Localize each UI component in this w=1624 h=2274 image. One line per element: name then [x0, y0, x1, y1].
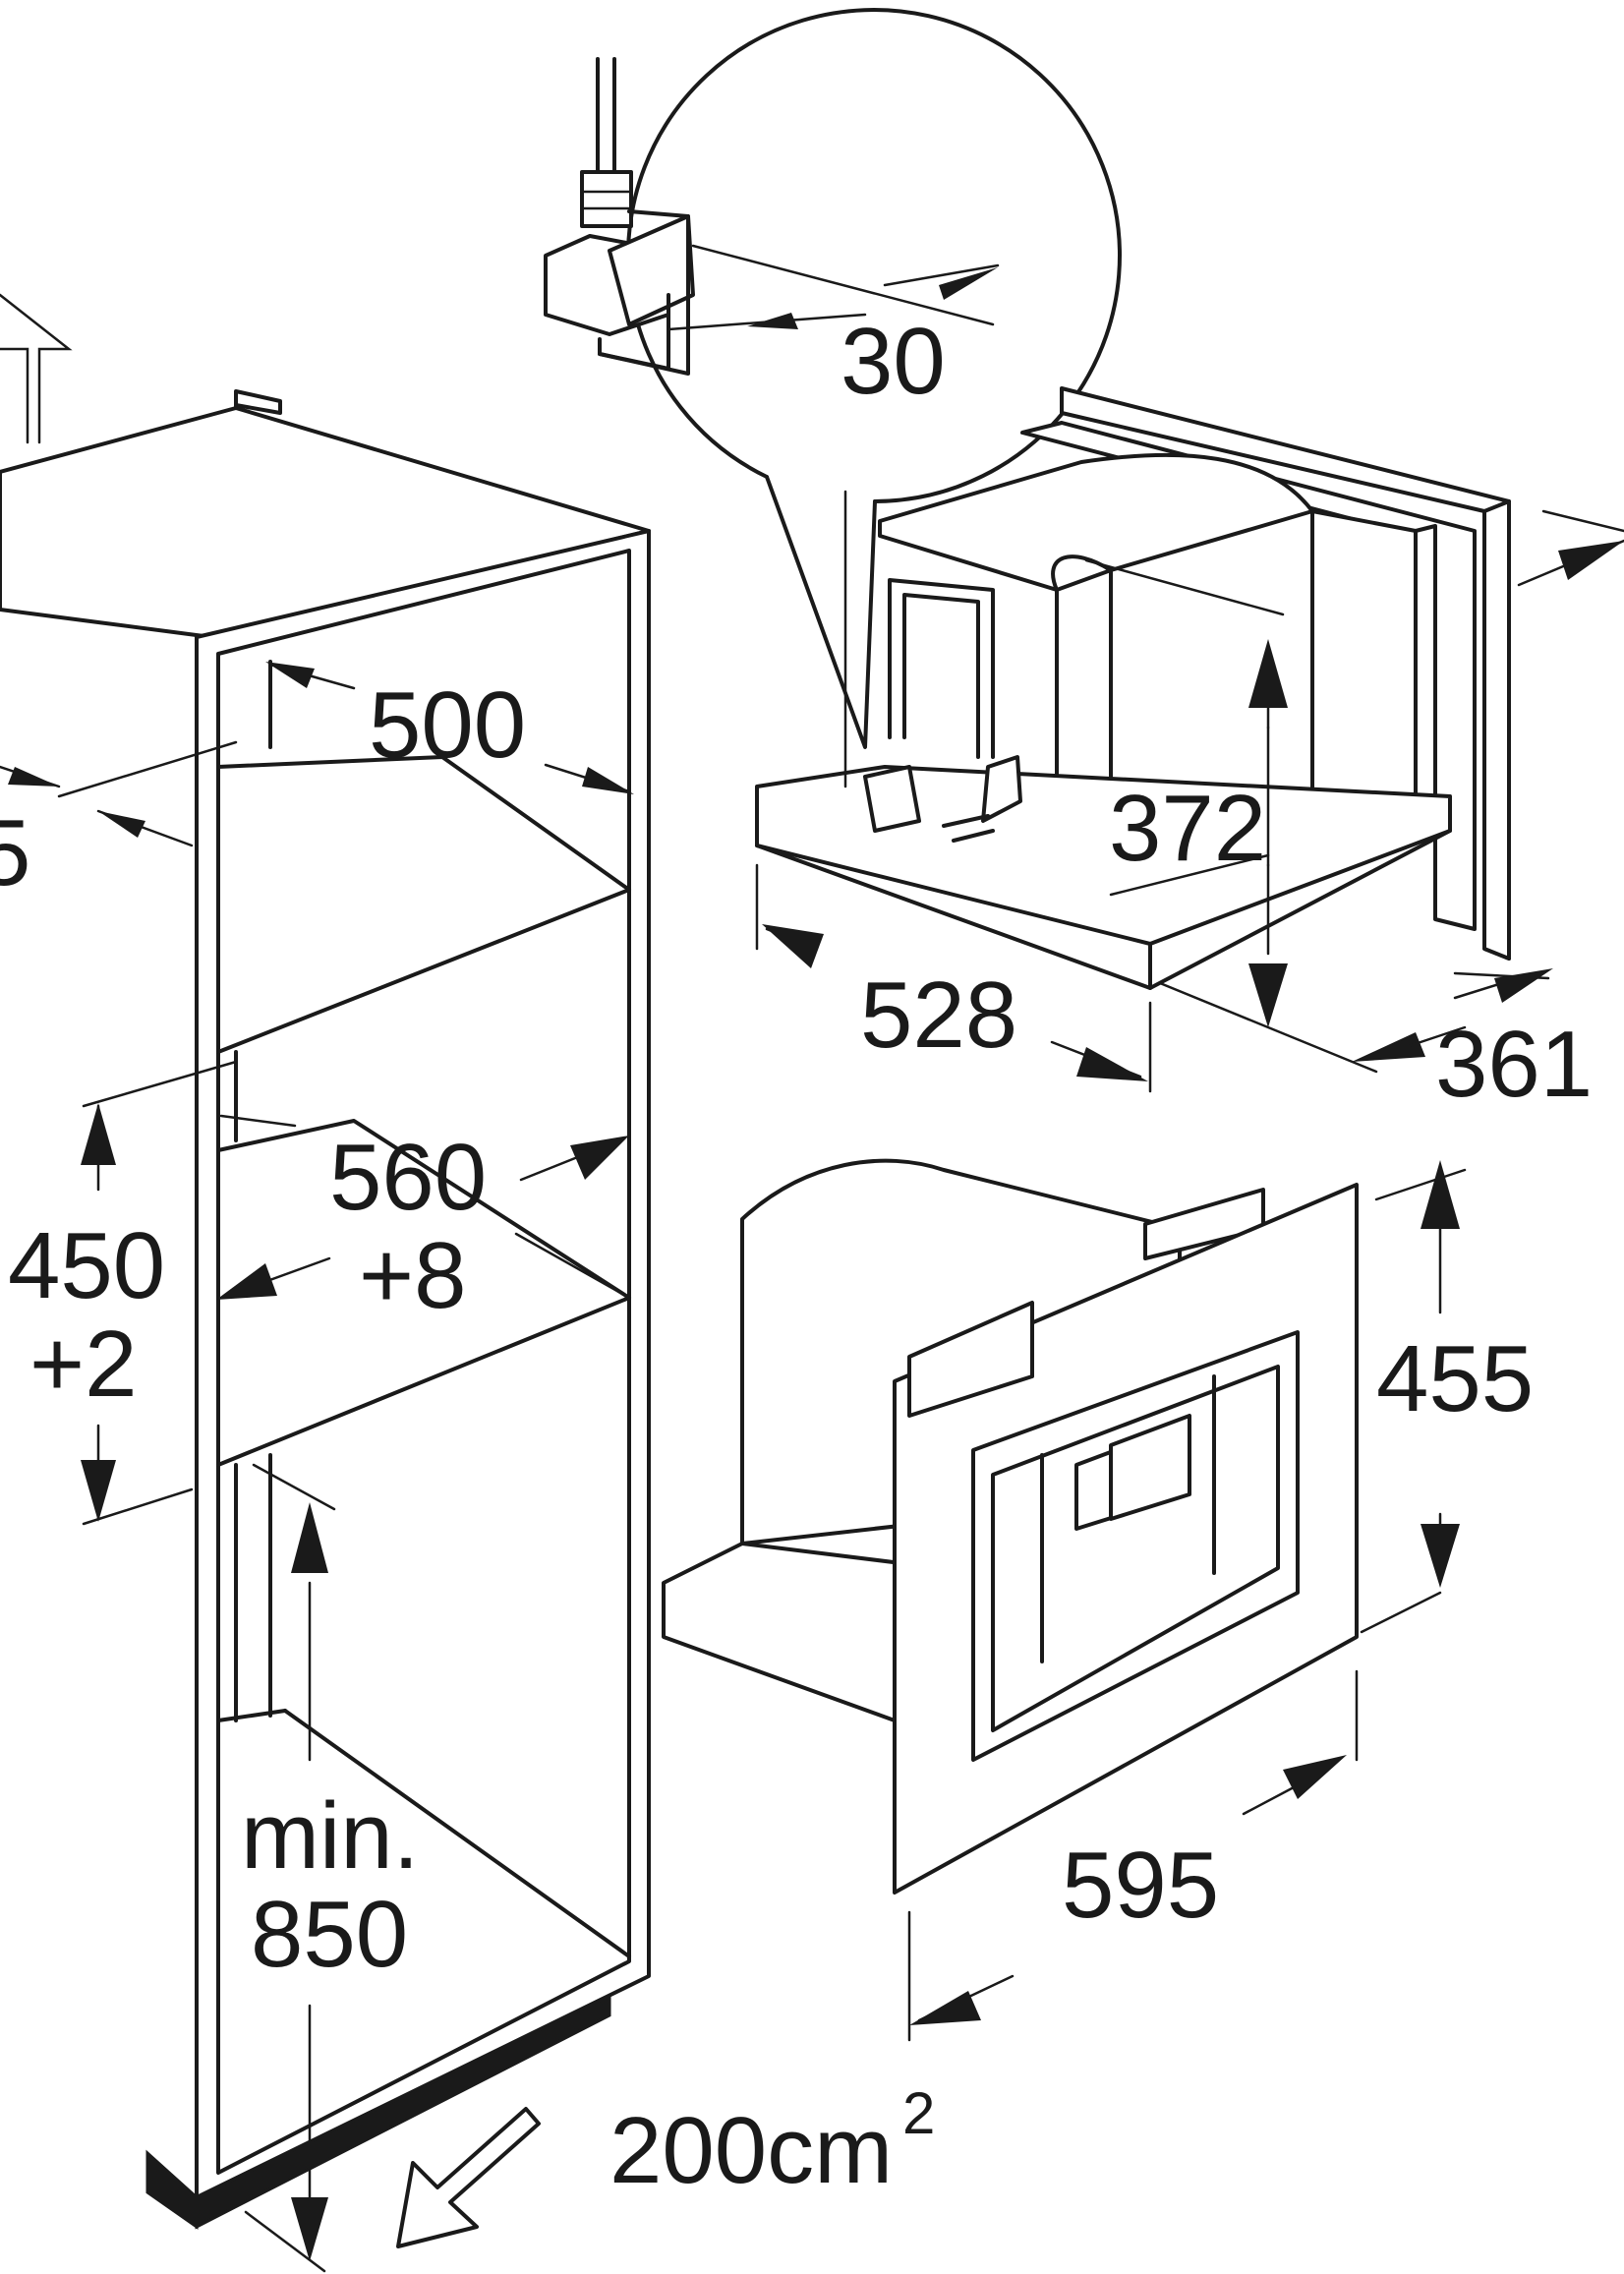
- front-panel-dimensions: 455 595: [907, 1160, 1534, 2042]
- niche-width-label: 560: [329, 1125, 487, 1230]
- niche-height-label: 450: [8, 1213, 165, 1318]
- appliance-body-depth-label: 361: [1435, 1012, 1593, 1117]
- niche-height-dimension: 450 +2: [8, 1060, 238, 1526]
- ventilation-out-arrow: [0, 293, 73, 444]
- appliance-body-width-label: 528: [860, 962, 1017, 1068]
- cable-clearance-label: 30: [841, 309, 946, 414]
- side-offset-label: 5: [0, 800, 30, 905]
- min-height-value: 850: [251, 1882, 408, 1987]
- ventilation-area-exponent: 2: [902, 2080, 935, 2146]
- appliance-body-height-label: 372: [1109, 776, 1266, 881]
- appliance-front-view: [662, 1158, 1359, 1895]
- min-height-label: min.: [241, 1783, 419, 1889]
- ventilation-in-arrow: 200cm 2: [396, 2080, 935, 2248]
- niche-height-tolerance: +2: [29, 1312, 137, 1417]
- front-panel-width-label: 595: [1062, 1833, 1219, 1938]
- ventilation-area-label: 200cm: [609, 2098, 893, 2203]
- front-panel-height-label: 455: [1376, 1326, 1534, 1431]
- appliance-body-dimensions: 372 528 361: [755, 509, 1624, 1117]
- niche-width-dimension: 560 +8: [216, 1114, 631, 1328]
- cabinet-depth-dimension: 500: [265, 662, 634, 794]
- tall-cabinet: [0, 389, 651, 2230]
- cabinet-depth-label: 500: [369, 672, 526, 778]
- side-offset-dimension: 5: [0, 740, 238, 905]
- plug-detail-callout: 30: [544, 8, 1122, 749]
- min-height-dimension: min. 850: [241, 1463, 419, 2273]
- appliance-rear-view: [755, 386, 1511, 990]
- niche-width-tolerance: +8: [359, 1223, 466, 1328]
